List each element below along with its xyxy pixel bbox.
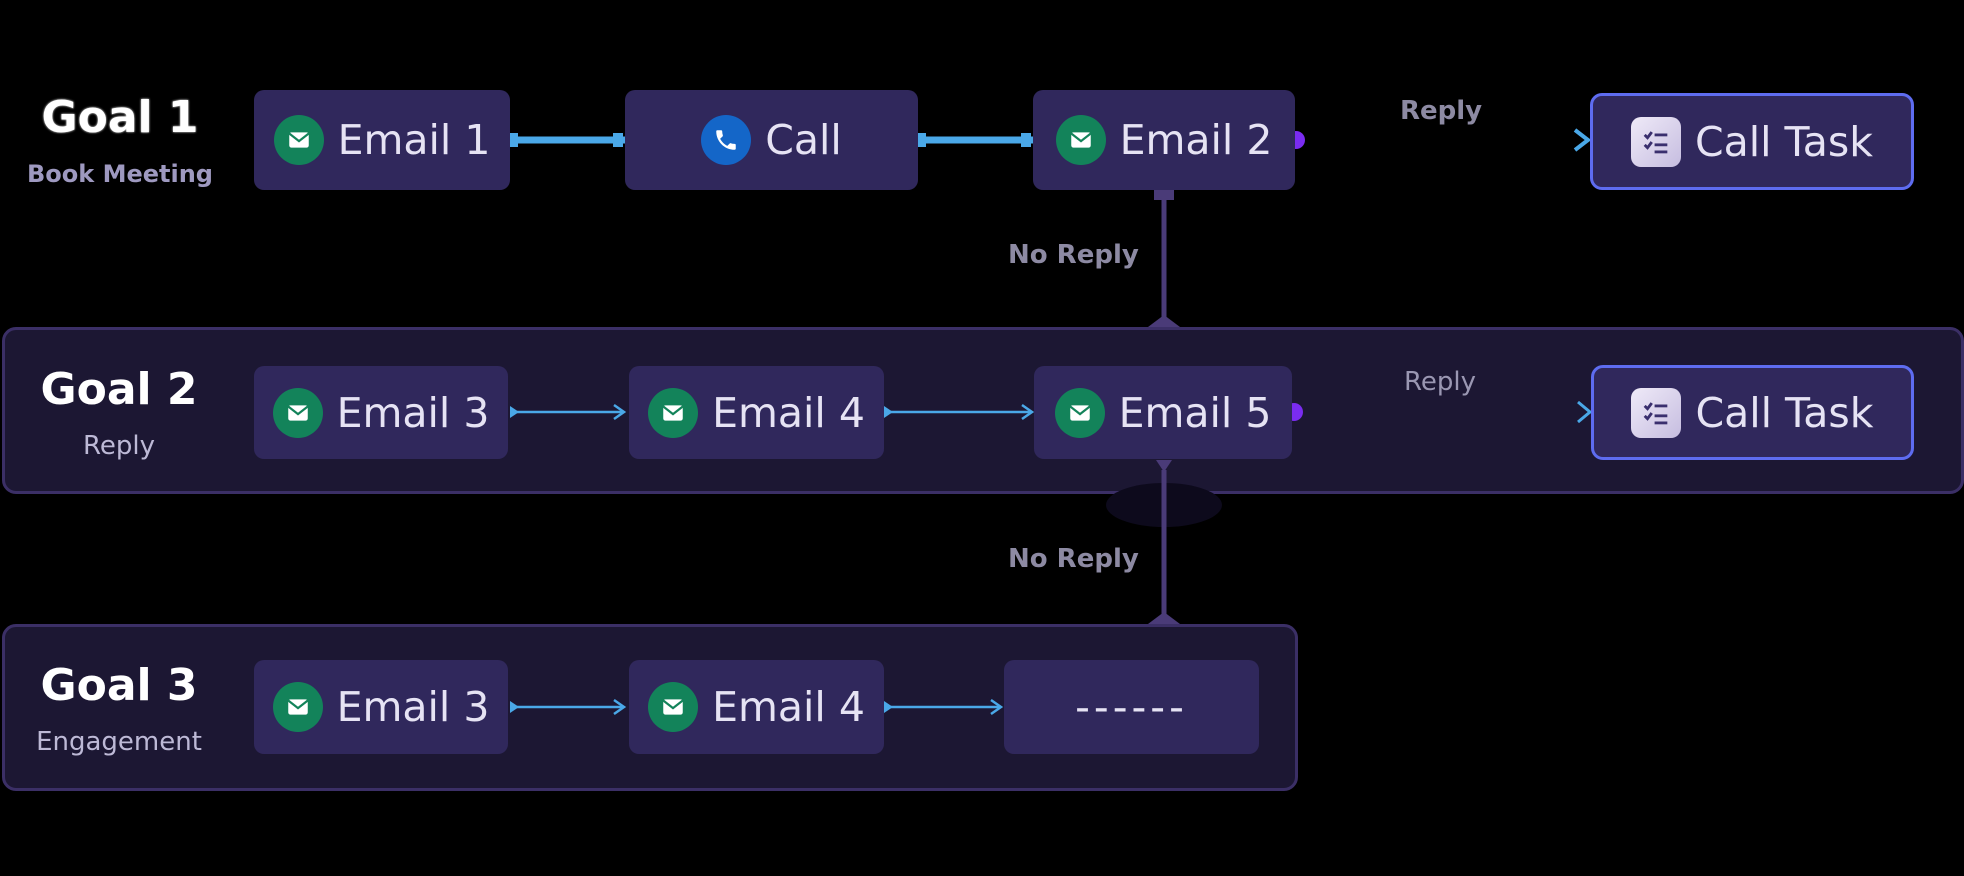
step-label: Email 1 — [337, 116, 491, 164]
goal-3-subtitle: Engagement — [36, 727, 202, 757]
mail-icon — [1054, 387, 1105, 438]
mail-icon — [272, 682, 323, 732]
row3-link-email4-placeholder — [884, 698, 1004, 716]
mail-icon — [648, 387, 699, 438]
mail-icon — [648, 682, 699, 732]
step-label: Call Task — [1695, 388, 1874, 437]
reply-label-row1: Reply — [1400, 96, 1483, 126]
row3-link-email3-email4 — [510, 698, 627, 716]
goal-2-subtitle: Reply — [82, 431, 155, 461]
step-placeholder[interactable]: ------ — [1004, 660, 1259, 754]
step-email-5[interactable]: Email 5 — [1034, 366, 1292, 459]
placeholder-label: ------ — [1075, 683, 1188, 731]
step-call-task-1[interactable]: Call Task — [1590, 93, 1914, 190]
mail-icon — [273, 115, 324, 165]
row1-link-email2-calltask — [1287, 128, 1592, 152]
goal-2-title: Goal 2 — [40, 364, 198, 415]
mail-icon — [272, 387, 323, 438]
step-label: Call Task — [1694, 117, 1874, 166]
step-email-3-goal3[interactable]: Email 3 — [254, 660, 508, 754]
step-label: Email 4 — [712, 683, 865, 731]
step-label: Email 3 — [336, 388, 490, 437]
down-link-email5-goal3 — [1106, 460, 1222, 624]
goal-1-title: Goal 1 — [41, 92, 199, 143]
step-label: Email 4 — [712, 388, 865, 437]
task-list-icon — [1631, 387, 1682, 438]
step-email-1[interactable]: Email 1 — [254, 90, 510, 190]
step-email-2[interactable]: Email 2 — [1033, 90, 1295, 190]
no-reply-label-row2: No Reply — [1008, 544, 1139, 574]
step-call-task-2[interactable]: Call Task — [1591, 365, 1914, 460]
row2-link-email3-email4 — [510, 403, 627, 421]
step-label: Email 5 — [1118, 388, 1272, 437]
reply-label-row2: Reply — [1404, 367, 1477, 397]
step-email-4-goal3[interactable]: Email 4 — [629, 660, 884, 754]
goal-3-title: Goal 3 — [40, 660, 198, 711]
step-email-3[interactable]: Email 3 — [254, 366, 508, 459]
down-link-email2-goal2 — [1148, 190, 1180, 327]
task-list-icon — [1630, 116, 1681, 167]
mail-icon — [1055, 115, 1106, 165]
row2-link-email5-calltask — [1285, 400, 1593, 424]
step-label: Email 2 — [1119, 116, 1273, 164]
step-call[interactable]: Call — [625, 90, 918, 190]
no-reply-label-row1: No Reply — [1008, 240, 1139, 270]
phone-icon — [701, 115, 752, 165]
step-label: Email 3 — [336, 683, 490, 731]
row1-link-email1-call — [508, 133, 625, 147]
row1-link-call-email2 — [916, 133, 1033, 147]
step-email-4[interactable]: Email 4 — [629, 366, 884, 459]
goal-1-subtitle: Book Meeting — [27, 160, 213, 188]
row2-link-email4-email5 — [884, 403, 1035, 421]
step-label: Call — [765, 116, 842, 164]
